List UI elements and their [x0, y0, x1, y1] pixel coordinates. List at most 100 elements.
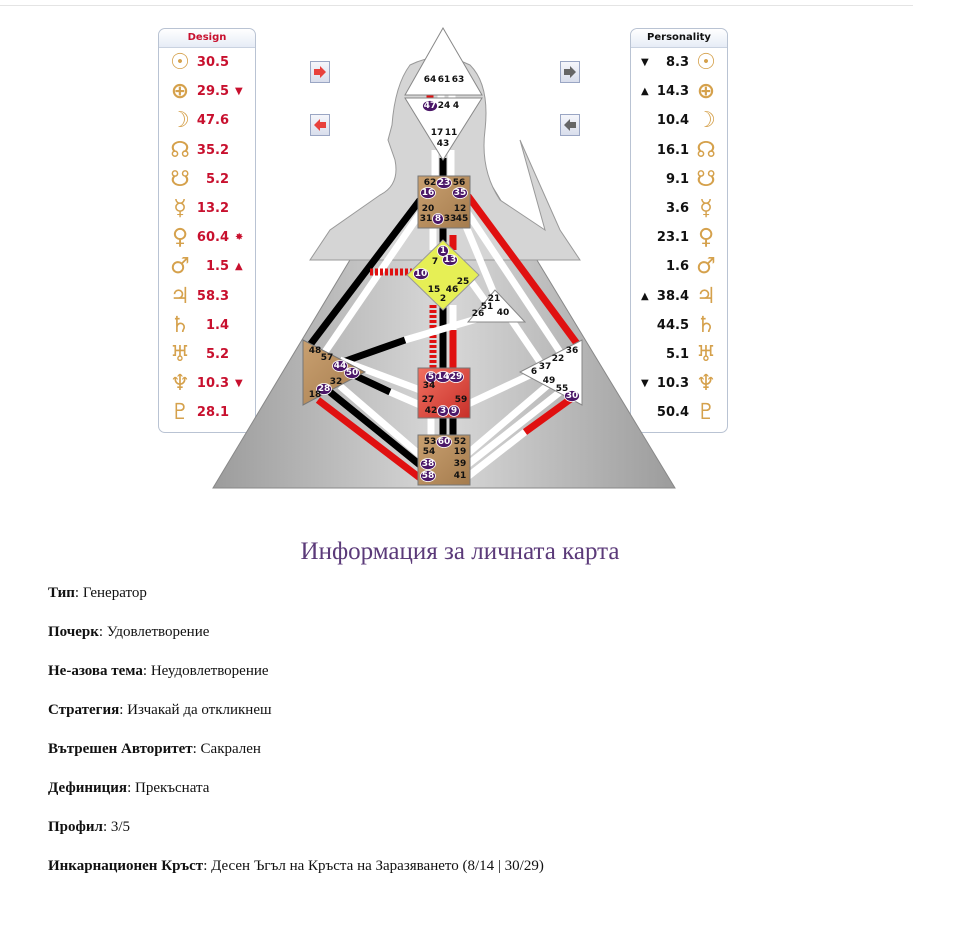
gate-17-ajna[interactable]: 17 — [431, 128, 444, 138]
gate-30-solar-plexus[interactable]: 30 — [566, 391, 579, 401]
personality-value: 5.1 — [665, 347, 689, 362]
personality-row-earth: ⊕14.3▲ — [631, 79, 727, 105]
design-prev-button[interactable] — [310, 114, 330, 136]
gate-51-heart[interactable]: 51 — [481, 302, 494, 312]
gate-33-throat[interactable]: 33 — [444, 214, 457, 224]
info-value: Неудовлетворение — [150, 663, 269, 679]
design-row-saturn: ♄1.4 — [159, 313, 255, 339]
design-value: 60.4 — [196, 230, 229, 246]
venus-icon: ♀ — [697, 225, 715, 251]
design-row-venus: ♀60.4✸ — [159, 225, 255, 251]
gate-11-ajna[interactable]: 11 — [445, 128, 458, 138]
gate-47-ajna[interactable]: 47 — [424, 101, 437, 111]
info-colon: : — [119, 702, 128, 718]
chart-info-title: Информация за личната карта — [300, 538, 620, 565]
gate-37-solar-plexus[interactable]: 37 — [539, 362, 552, 372]
gate-29-sacral[interactable]: 29 — [450, 372, 463, 382]
gate-38-root[interactable]: 38 — [422, 459, 435, 469]
gate-activation-marker — [332, 360, 348, 372]
gate-26-heart[interactable]: 26 — [472, 309, 485, 319]
info-value: Сакрален — [200, 741, 261, 757]
gate-4-ajna[interactable]: 4 — [453, 101, 459, 111]
gate-7-g[interactable]: 7 — [432, 257, 438, 267]
personality-next-button[interactable] — [560, 61, 580, 83]
gate-21-heart[interactable]: 21 — [488, 294, 501, 304]
gate-44-spleen[interactable]: 44 — [334, 361, 347, 371]
gate-56-throat[interactable]: 56 — [453, 178, 466, 188]
mercury-icon: ☿ — [173, 196, 187, 221]
gate-58-root[interactable]: 58 — [422, 471, 435, 481]
design-next-button[interactable] — [310, 61, 330, 83]
personality-panel: Personality ☉8.3▼⊕14.3▲☽10.4☊16.1☋9.1☿3.… — [630, 28, 728, 433]
gate-23-throat[interactable]: 23 — [438, 178, 451, 188]
gate-15-g[interactable]: 15 — [428, 285, 441, 295]
marker-icon: ▼ — [641, 57, 649, 68]
gate-34-sacral[interactable]: 34 — [423, 381, 436, 391]
gate-28-spleen[interactable]: 28 — [318, 384, 331, 394]
design-row-moon: ☽47.6 — [159, 108, 255, 134]
gate-45-throat[interactable]: 45 — [456, 214, 469, 224]
info-label: Стратегия — [48, 702, 120, 718]
gate-27-sacral[interactable]: 27 — [422, 395, 435, 405]
gate-16-throat[interactable]: 16 — [422, 188, 435, 198]
gate-14-sacral[interactable]: 14 — [437, 372, 450, 382]
gate-50-spleen[interactable]: 50 — [346, 368, 359, 378]
info-item: Дефиниция: Прекъсната — [48, 780, 209, 797]
info-colon: : — [142, 663, 151, 679]
gate-activation-marker — [564, 390, 580, 402]
personality-value: 3.6 — [665, 201, 689, 216]
personality-panel-title: Personality — [631, 29, 727, 48]
gate-53-root[interactable]: 53 — [424, 437, 437, 447]
personality-prev-button[interactable] — [560, 114, 580, 136]
gate-41-root[interactable]: 41 — [454, 471, 467, 481]
gate-40-heart[interactable]: 40 — [497, 308, 510, 318]
gate-60-root[interactable]: 60 — [438, 437, 451, 447]
gate-2-g[interactable]: 2 — [440, 294, 446, 304]
gate-52-root[interactable]: 52 — [454, 437, 467, 447]
gate-42-sacral[interactable]: 42 — [425, 406, 438, 416]
personality-row-moon: ☽10.4 — [631, 108, 727, 134]
gate-57-spleen[interactable]: 57 — [321, 353, 334, 363]
gate-36-solar-plexus[interactable]: 36 — [566, 346, 579, 356]
gate-46-g[interactable]: 46 — [446, 285, 459, 295]
gate-18-spleen[interactable]: 18 — [309, 390, 322, 400]
gate-59-sacral[interactable]: 59 — [455, 395, 468, 405]
gate-22-solar-plexus[interactable]: 22 — [552, 354, 565, 364]
gate-25-g[interactable]: 25 — [457, 277, 470, 287]
info-label: Почерк — [48, 624, 99, 640]
gate-8-throat[interactable]: 8 — [435, 214, 441, 224]
gate-32-spleen[interactable]: 32 — [330, 377, 343, 387]
gate-39-root[interactable]: 39 — [454, 459, 467, 469]
personality-row-south-node: ☋9.1 — [631, 167, 727, 193]
earth-icon: ⊕ — [696, 79, 716, 105]
design-row-north-node: ☊35.2 — [159, 138, 255, 164]
gate-activation-marker — [420, 458, 436, 470]
gate-48-spleen[interactable]: 48 — [309, 346, 322, 356]
gate-9-sacral[interactable]: 9 — [451, 406, 457, 416]
gate-61-head[interactable]: 61 — [438, 75, 451, 85]
sun-icon: ☉ — [170, 50, 190, 75]
gate-10-g[interactable]: 10 — [415, 269, 428, 279]
channels — [307, 92, 581, 481]
gate-19-root[interactable]: 19 — [454, 447, 467, 457]
gate-31-throat[interactable]: 31 — [420, 214, 433, 224]
gate-3-sacral[interactable]: 3 — [440, 406, 446, 416]
gate-24-ajna[interactable]: 24 — [438, 101, 451, 111]
gate-13-g[interactable]: 13 — [444, 255, 457, 265]
neptune-icon: ♆ — [170, 371, 190, 397]
gate-64-head[interactable]: 64 — [424, 75, 437, 85]
gate-54-root[interactable]: 54 — [423, 447, 436, 457]
gate-20-throat[interactable]: 20 — [422, 204, 435, 214]
gate-35-throat[interactable]: 35 — [454, 188, 467, 198]
gate-6-solar-plexus[interactable]: 6 — [531, 367, 537, 377]
gate-5-sacral[interactable]: 5 — [428, 372, 434, 382]
personality-value: 38.4 — [656, 288, 689, 304]
gate-49-solar-plexus[interactable]: 49 — [543, 376, 556, 386]
gate-12-throat[interactable]: 12 — [454, 204, 467, 214]
gate-43-ajna[interactable]: 43 — [437, 139, 450, 149]
gate-63-head[interactable]: 63 — [452, 75, 465, 85]
gate-62-throat[interactable]: 62 — [424, 178, 437, 188]
gate-55-solar-plexus[interactable]: 55 — [556, 384, 569, 394]
saturn-icon: ♄ — [170, 312, 190, 338]
gate-1-g[interactable]: 1 — [440, 246, 446, 256]
